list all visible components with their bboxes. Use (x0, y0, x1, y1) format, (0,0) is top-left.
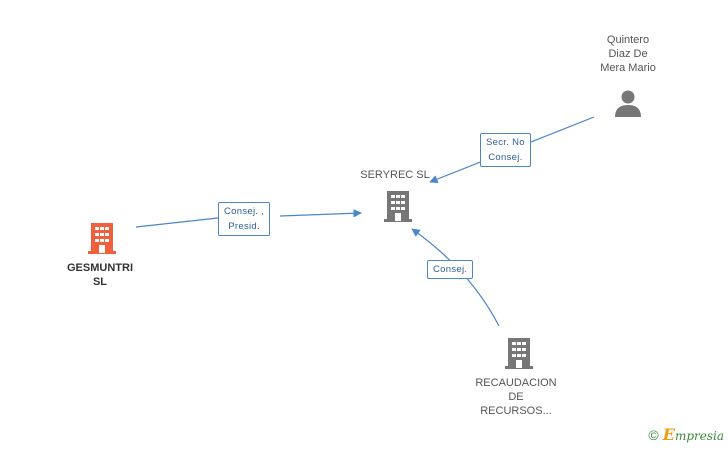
edge-label-person-to-center[interactable]: Secr. No Consej. (480, 133, 531, 167)
bottom-company-name-line: DE (508, 391, 524, 403)
copyright-icon: © (648, 427, 659, 443)
bottom-company-label[interactable]: RECAUDACION DE RECURSOS... (466, 376, 566, 418)
building-icon (505, 338, 533, 369)
edge-label-main-to-center[interactable]: Consej. , Presid. (218, 202, 271, 236)
person-node-label[interactable]: Quintero Diaz De Mera Mario (578, 33, 678, 75)
person-name-line: Quintero (606, 34, 650, 46)
edge-role-line: Consej. , (224, 206, 265, 217)
bottom-company-name-line: RECURSOS... (480, 405, 552, 417)
edge-main-to-center (135, 213, 361, 228)
building-icon (384, 191, 412, 222)
bottom-company-name-line: RECAUDACION (475, 377, 557, 389)
brand-name: mpresia (674, 429, 724, 443)
edge-role-line: Consej. (433, 264, 468, 275)
center-company-label[interactable]: SERYREC SL (345, 168, 445, 182)
building-icon (88, 223, 116, 254)
edge-label-bottom-to-center[interactable]: Consej. (427, 260, 474, 279)
brand-logo: ©Empresia (648, 425, 724, 444)
edge-role-line: Consej. (488, 152, 523, 163)
edge-role-line: Secr. No (486, 137, 525, 148)
main-company-name-line: SL (92, 276, 108, 288)
main-company-label[interactable]: GESMUNTRI SL (50, 261, 150, 289)
brand-initial: E (662, 425, 675, 444)
person-name-line: Diaz De (608, 48, 648, 60)
center-company-name: SERYREC SL (360, 169, 430, 181)
edge-role-line: Presid. (228, 221, 260, 232)
person-icon (615, 90, 641, 117)
main-company-name-line: GESMUNTRI (67, 262, 133, 274)
person-name-line: Mera Mario (600, 62, 656, 74)
